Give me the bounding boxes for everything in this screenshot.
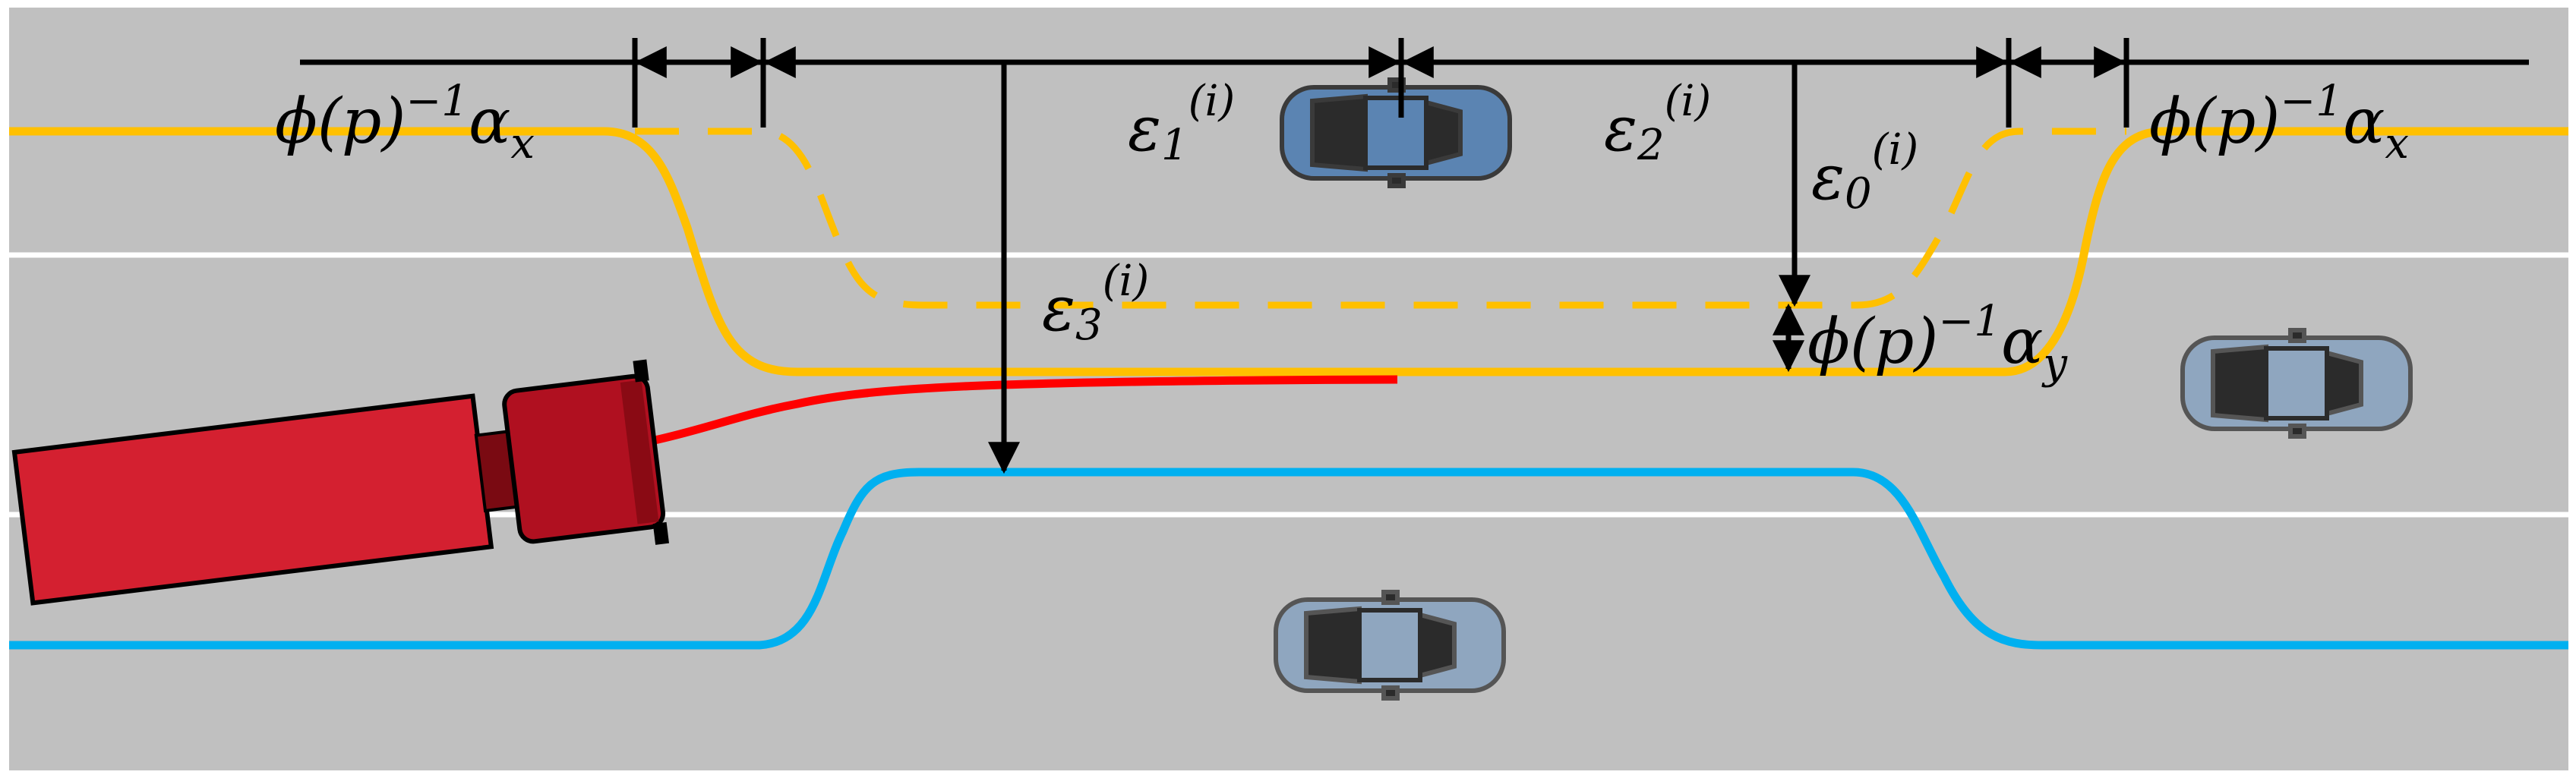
ego-planned-path (9, 127, 2568, 376)
label-epsilon-2: ε2(i) (1604, 77, 1711, 170)
blue-path (9, 468, 2568, 650)
label-phi-alpha-x-left: ϕ(p)−1αx (275, 77, 535, 169)
label-epsilon-0: ε0(i) (1811, 125, 1918, 219)
dimension-lines (300, 38, 2529, 474)
ego-constraint-path (635, 128, 2126, 309)
truck-cab (502, 373, 666, 544)
label-phi-alpha-y: ϕ(p)−1αy (1807, 297, 2068, 389)
truck-icon (11, 359, 670, 606)
truck-predicted-path (653, 375, 1398, 445)
car-icon (2183, 330, 2410, 436)
label-epsilon-3: ε3(i) (1042, 257, 1149, 350)
car-icon (1282, 80, 1510, 186)
label-phi-alpha-x-right: ϕ(p)−1αx (2149, 77, 2409, 169)
label-epsilon-1: ε1(i) (1128, 77, 1235, 170)
car-icon (1276, 592, 1504, 698)
